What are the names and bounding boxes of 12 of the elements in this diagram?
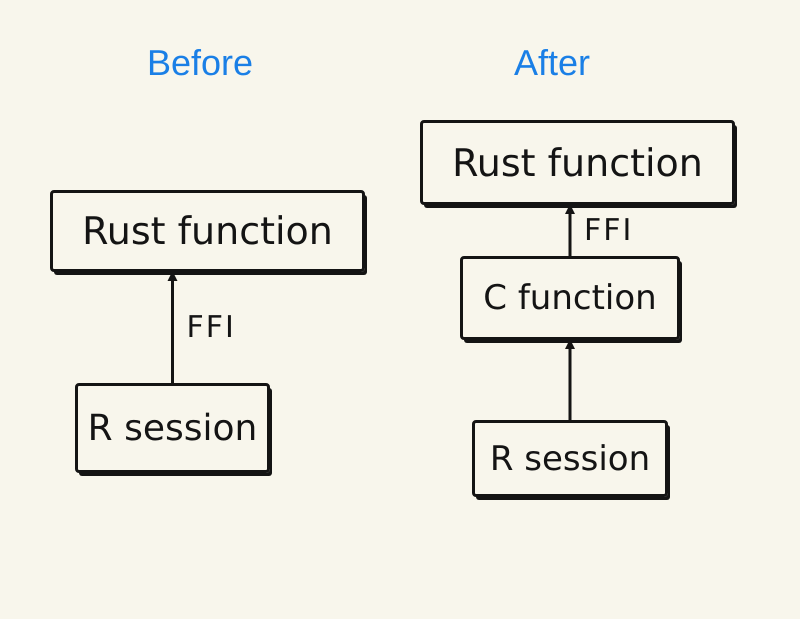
process-box	[472, 420, 668, 497]
heading: After	[512, 42, 592, 84]
box-label: R session	[490, 438, 650, 478]
box-label: C function	[483, 278, 657, 318]
box-label: Rust function	[452, 140, 703, 184]
process-box	[460, 256, 680, 340]
box-label: R session	[88, 408, 258, 448]
process-box	[420, 120, 735, 205]
process-box	[75, 383, 270, 473]
box-label: Rust function	[82, 209, 333, 253]
heading: Before	[146, 42, 254, 84]
process-box	[50, 190, 365, 272]
